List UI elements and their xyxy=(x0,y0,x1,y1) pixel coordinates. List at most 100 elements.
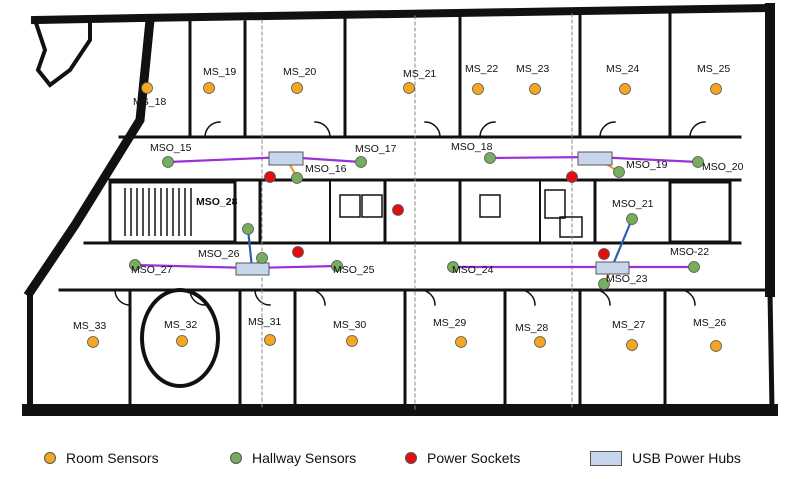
usb-hub xyxy=(595,261,630,275)
legend-hallway-label: Hallway Sensors xyxy=(252,450,357,466)
door-arc xyxy=(519,289,536,306)
hallway-sensor-marker xyxy=(256,252,268,264)
hallway-sensor-label: MSO_25 xyxy=(333,264,375,276)
stair-treads xyxy=(124,188,192,236)
room-sensor-marker xyxy=(710,83,722,95)
room-sensor-label: MS_31 xyxy=(248,316,281,328)
hallway-sensor-marker xyxy=(447,261,459,273)
room-sensor-marker xyxy=(264,334,276,346)
room-sensor-label: MS_27 xyxy=(612,319,645,331)
mid-room-right xyxy=(668,180,732,244)
hallway-sensor-label: MSO_20 xyxy=(702,161,744,173)
legend-socket-label: Power Sockets xyxy=(427,450,521,466)
power-socket xyxy=(264,171,276,183)
hallway-sensor-marker xyxy=(162,156,174,168)
washroom-stall xyxy=(479,194,501,218)
room-sensor-label: MS_21 xyxy=(403,68,436,80)
hallway-sensor-marker xyxy=(331,260,343,272)
washroom-stall xyxy=(361,194,383,218)
power-socket xyxy=(598,248,610,260)
room-sensor-label: MS_19 xyxy=(203,66,236,78)
room-sensor-label: MS_24 xyxy=(606,63,639,75)
door-arc xyxy=(479,121,496,138)
room-sensor-label: MS_20 xyxy=(283,66,316,78)
door-arc xyxy=(679,289,696,306)
legend-hallway-sensors: Hallway Sensors xyxy=(230,450,356,466)
hallway-sensor-marker xyxy=(242,223,254,235)
door-arc xyxy=(309,289,326,306)
power-sockets xyxy=(264,171,610,260)
room-sensor-label: MS_30 xyxy=(333,319,366,331)
hallway-sensor-marker xyxy=(355,156,367,168)
hallway-sensor-label: MSO_21 xyxy=(612,198,654,210)
cable-link-vertical xyxy=(246,228,254,269)
hallway-sensor-label: MSO_15 xyxy=(150,142,192,154)
room-sensor-marker xyxy=(87,336,99,348)
legend-usb-hubs: USB Power Hubs xyxy=(590,450,741,466)
room-sensor-marker xyxy=(455,336,467,348)
hallway-sensor-label: MSO_23 xyxy=(606,273,648,285)
hallway-sensor-label: MSO_19 xyxy=(626,159,668,171)
room-sensor-marker xyxy=(346,335,358,347)
room-sensor-label: MS_32 xyxy=(164,319,197,331)
door-arc xyxy=(689,121,706,138)
legend: Room Sensors Hallway Sensors Power Socke… xyxy=(0,440,800,479)
hallway-sensor-marker xyxy=(626,213,638,225)
door-arc xyxy=(204,121,221,138)
hallway-sensor-marker xyxy=(613,166,625,178)
power-socket-swatch xyxy=(405,452,417,464)
door-arc xyxy=(599,121,616,138)
washroom-stall xyxy=(339,194,361,218)
outer-wall-top xyxy=(30,3,775,25)
outer-wall-diagonal xyxy=(23,15,155,299)
usb-hub xyxy=(235,262,270,276)
washroom-stall xyxy=(544,189,566,219)
hallway-sensor-marker xyxy=(129,259,141,271)
door-arc xyxy=(314,121,331,138)
room-sensor-label: MS_25 xyxy=(697,63,730,75)
door-arc xyxy=(419,289,436,306)
room-sensor-marker xyxy=(529,83,541,95)
room-sensor-marker xyxy=(176,335,188,347)
hallway-sensor-marker xyxy=(688,261,700,273)
hallway-sensor-label: MSO_28 xyxy=(196,196,238,208)
legend-hub-label: USB Power Hubs xyxy=(632,450,741,466)
room-sensor-marker xyxy=(141,82,153,94)
room-sensor-marker xyxy=(619,83,631,95)
hallway-sensor-label: MSO_17 xyxy=(355,143,397,155)
hallway-sensor-label: MSO_26 xyxy=(198,248,240,260)
room-sensor-label: MS_29 xyxy=(433,317,466,329)
stairwell xyxy=(108,180,237,244)
usb-hub-swatch xyxy=(590,450,622,466)
power-socket xyxy=(392,204,404,216)
room-sensor-marker xyxy=(710,340,722,352)
door-arc xyxy=(424,121,441,138)
outer-wall-right-lower xyxy=(767,289,775,413)
hallway-sensor-label: MSO_27 xyxy=(131,264,173,276)
hallway-sensor-label: MSO_18 xyxy=(451,141,493,153)
room-sensor-label: MS_28 xyxy=(515,322,548,334)
room-sensor-swatch xyxy=(44,452,56,464)
room-sensor-marker xyxy=(403,82,415,94)
room-sensor-label: MS_18 xyxy=(133,96,166,108)
legend-room-label: Room Sensors xyxy=(66,450,159,466)
usb-hubs xyxy=(235,151,630,276)
elevator-box xyxy=(559,216,583,238)
room-sensor-marker xyxy=(472,83,484,95)
hallway-sensor-label: MSO_24 xyxy=(452,264,494,276)
room-sensor-marker xyxy=(534,336,546,348)
room-sensor-marker xyxy=(626,339,638,351)
cable-link-vertical xyxy=(610,218,634,268)
room-sensor-label: MS_23 xyxy=(516,63,549,75)
room-sensor-marker xyxy=(291,82,303,94)
room-sensor-label: MS_26 xyxy=(693,317,726,329)
hallway-sensor-marker xyxy=(484,152,496,164)
door-arc xyxy=(114,289,131,306)
door-arc xyxy=(254,289,271,306)
power-socket xyxy=(292,246,304,258)
building-walls xyxy=(22,3,778,416)
